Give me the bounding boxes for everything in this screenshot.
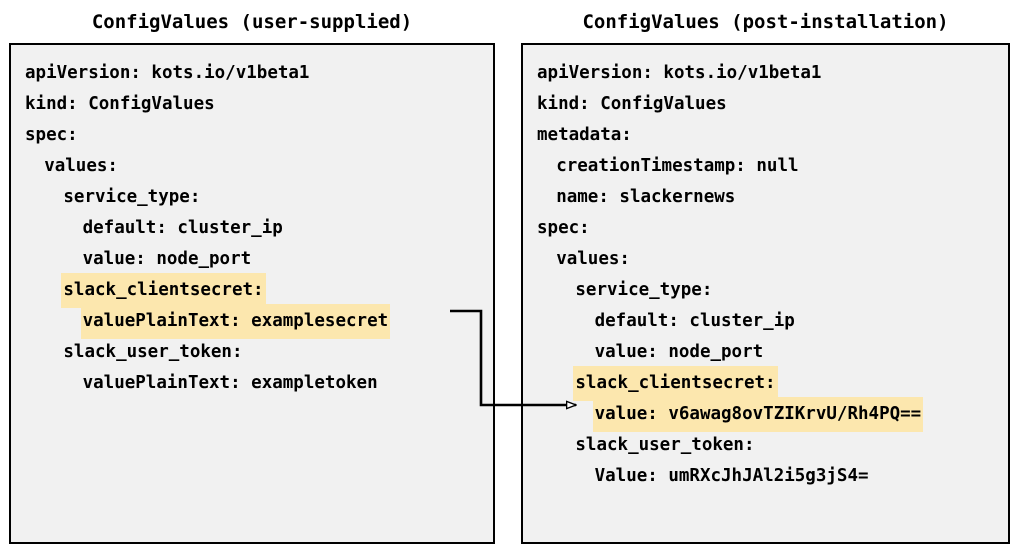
code-line: values: <box>11 149 493 180</box>
code-line: value: node_port <box>11 242 493 273</box>
code-lines-user-supplied: apiVersion: kots.io/v1beta1 kind: ConfigV… <box>11 45 493 397</box>
code-text: service_type: <box>63 187 201 207</box>
code-text: spec: <box>25 125 78 145</box>
code-text: kind: ConfigValues <box>25 94 215 114</box>
panel-title-user-supplied: ConfigValues (user-supplied) <box>91 11 413 33</box>
code-line: spec: <box>523 211 1008 242</box>
code-text: metadata: <box>537 125 632 145</box>
code-line: apiVersion: kots.io/v1beta1 <box>11 56 493 87</box>
code-text: kind: ConfigValues <box>537 94 727 114</box>
code-text: values: <box>556 249 630 269</box>
code-line: value: v6awag8ovTZIKrvU/Rh4PQ== <box>523 397 1008 432</box>
code-line: service_type: <box>11 180 493 211</box>
code-text: apiVersion: kots.io/v1beta1 <box>25 63 310 83</box>
code-text: apiVersion: kots.io/v1beta1 <box>537 63 822 83</box>
code-line: metadata: <box>523 118 1008 149</box>
code-text: values: <box>44 156 118 176</box>
code-line: values: <box>523 242 1008 273</box>
code-text: value: node_port <box>594 342 764 362</box>
code-line: slack_user_token: <box>11 335 493 366</box>
panel-title-post-installation: ConfigValues (post-installation) <box>582 11 949 33</box>
code-line: slack_clientsecret: <box>11 273 493 308</box>
code-line: creationTimestamp: null <box>523 149 1008 180</box>
code-text: creationTimestamp: null <box>556 156 799 176</box>
code-text: spec: <box>537 218 590 238</box>
code-box-user-supplied: apiVersion: kots.io/v1beta1 kind: ConfigV… <box>9 43 495 544</box>
code-line: spec: <box>11 118 493 149</box>
code-text: name: slackernews <box>556 187 736 207</box>
code-lines-post-installation: apiVersion: kots.io/v1beta1 kind: ConfigV… <box>523 45 1008 490</box>
code-line: slack_user_token: <box>523 428 1008 459</box>
code-line: kind: ConfigValues <box>11 87 493 118</box>
code-line: value: node_port <box>523 335 1008 366</box>
code-line: valuePlainText: examplesecret <box>11 304 493 339</box>
code-line: apiVersion: kots.io/v1beta1 <box>523 56 1008 87</box>
code-text: valuePlainText: exampletoken <box>82 373 378 393</box>
highlighted-code-text: slack_clientsecret: <box>61 273 266 308</box>
code-text: Value: umRXcJhJAl2i5g3jS4= <box>594 466 869 486</box>
code-line: Value: umRXcJhJAl2i5g3jS4= <box>523 459 1008 490</box>
code-text: slack_user_token: <box>575 435 755 455</box>
code-line: default: cluster_ip <box>523 304 1008 335</box>
code-box-post-installation: apiVersion: kots.io/v1beta1 kind: ConfigV… <box>521 43 1010 544</box>
code-line: slack_clientsecret: <box>523 366 1008 401</box>
highlighted-code-text: value: v6awag8ovTZIKrvU/Rh4PQ== <box>592 397 924 432</box>
code-text: slack_user_token: <box>63 342 243 362</box>
highlighted-code-text: slack_clientsecret: <box>573 366 778 401</box>
code-text: default: cluster_ip <box>594 311 795 331</box>
code-text: default: cluster_ip <box>82 218 283 238</box>
code-line: name: slackernews <box>523 180 1008 211</box>
code-text: value: node_port <box>82 249 252 269</box>
code-text: service_type: <box>575 280 713 300</box>
code-line: default: cluster_ip <box>11 211 493 242</box>
code-line: valuePlainText: exampletoken <box>11 366 493 397</box>
code-line: kind: ConfigValues <box>523 87 1008 118</box>
highlighted-code-text: valuePlainText: examplesecret <box>80 304 391 339</box>
code-line: service_type: <box>523 273 1008 304</box>
